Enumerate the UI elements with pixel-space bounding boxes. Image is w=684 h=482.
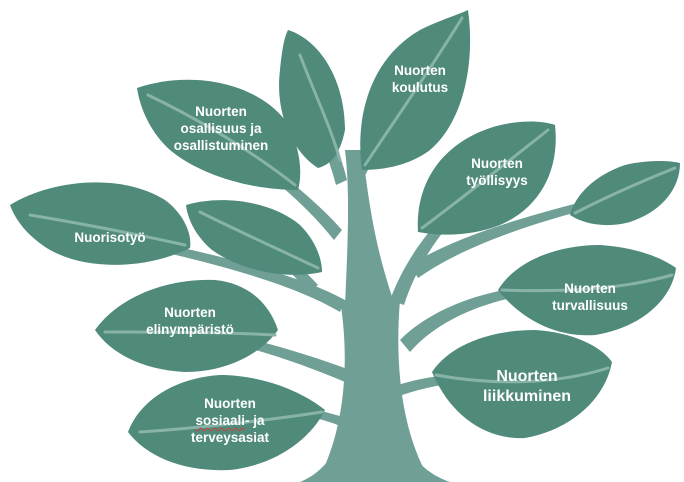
label-koulutus: Nuorten koulutus (391, 63, 449, 95)
label-turvallisuus: Nuorten turvallisuus (552, 281, 628, 313)
label-nuorisotyo: Nuorisotyö (74, 230, 146, 245)
leaf-right-small (570, 160, 680, 226)
leaf-elinymparisto (95, 279, 278, 372)
leaf-liikkuminen (432, 330, 612, 439)
leaf-nuorisotyo (10, 182, 191, 265)
label-osallisuus: Nuorten osallisuus ja osallistuminen (173, 104, 269, 153)
label-elinymparisto: Nuorten elinympäristö (146, 305, 234, 337)
label-sosiaali: Nuorten sosiaali- ja terveysasiat (190, 396, 270, 445)
label-liikkuminen: Nuorten liikkuminen (482, 368, 572, 405)
veins (28, 16, 677, 434)
label-tyollisyys: Nuorten työllisyys (466, 156, 528, 188)
leaf-top-left (279, 30, 345, 168)
leaf-sosiaali (128, 375, 325, 471)
leaf-osallisuus (137, 79, 301, 190)
